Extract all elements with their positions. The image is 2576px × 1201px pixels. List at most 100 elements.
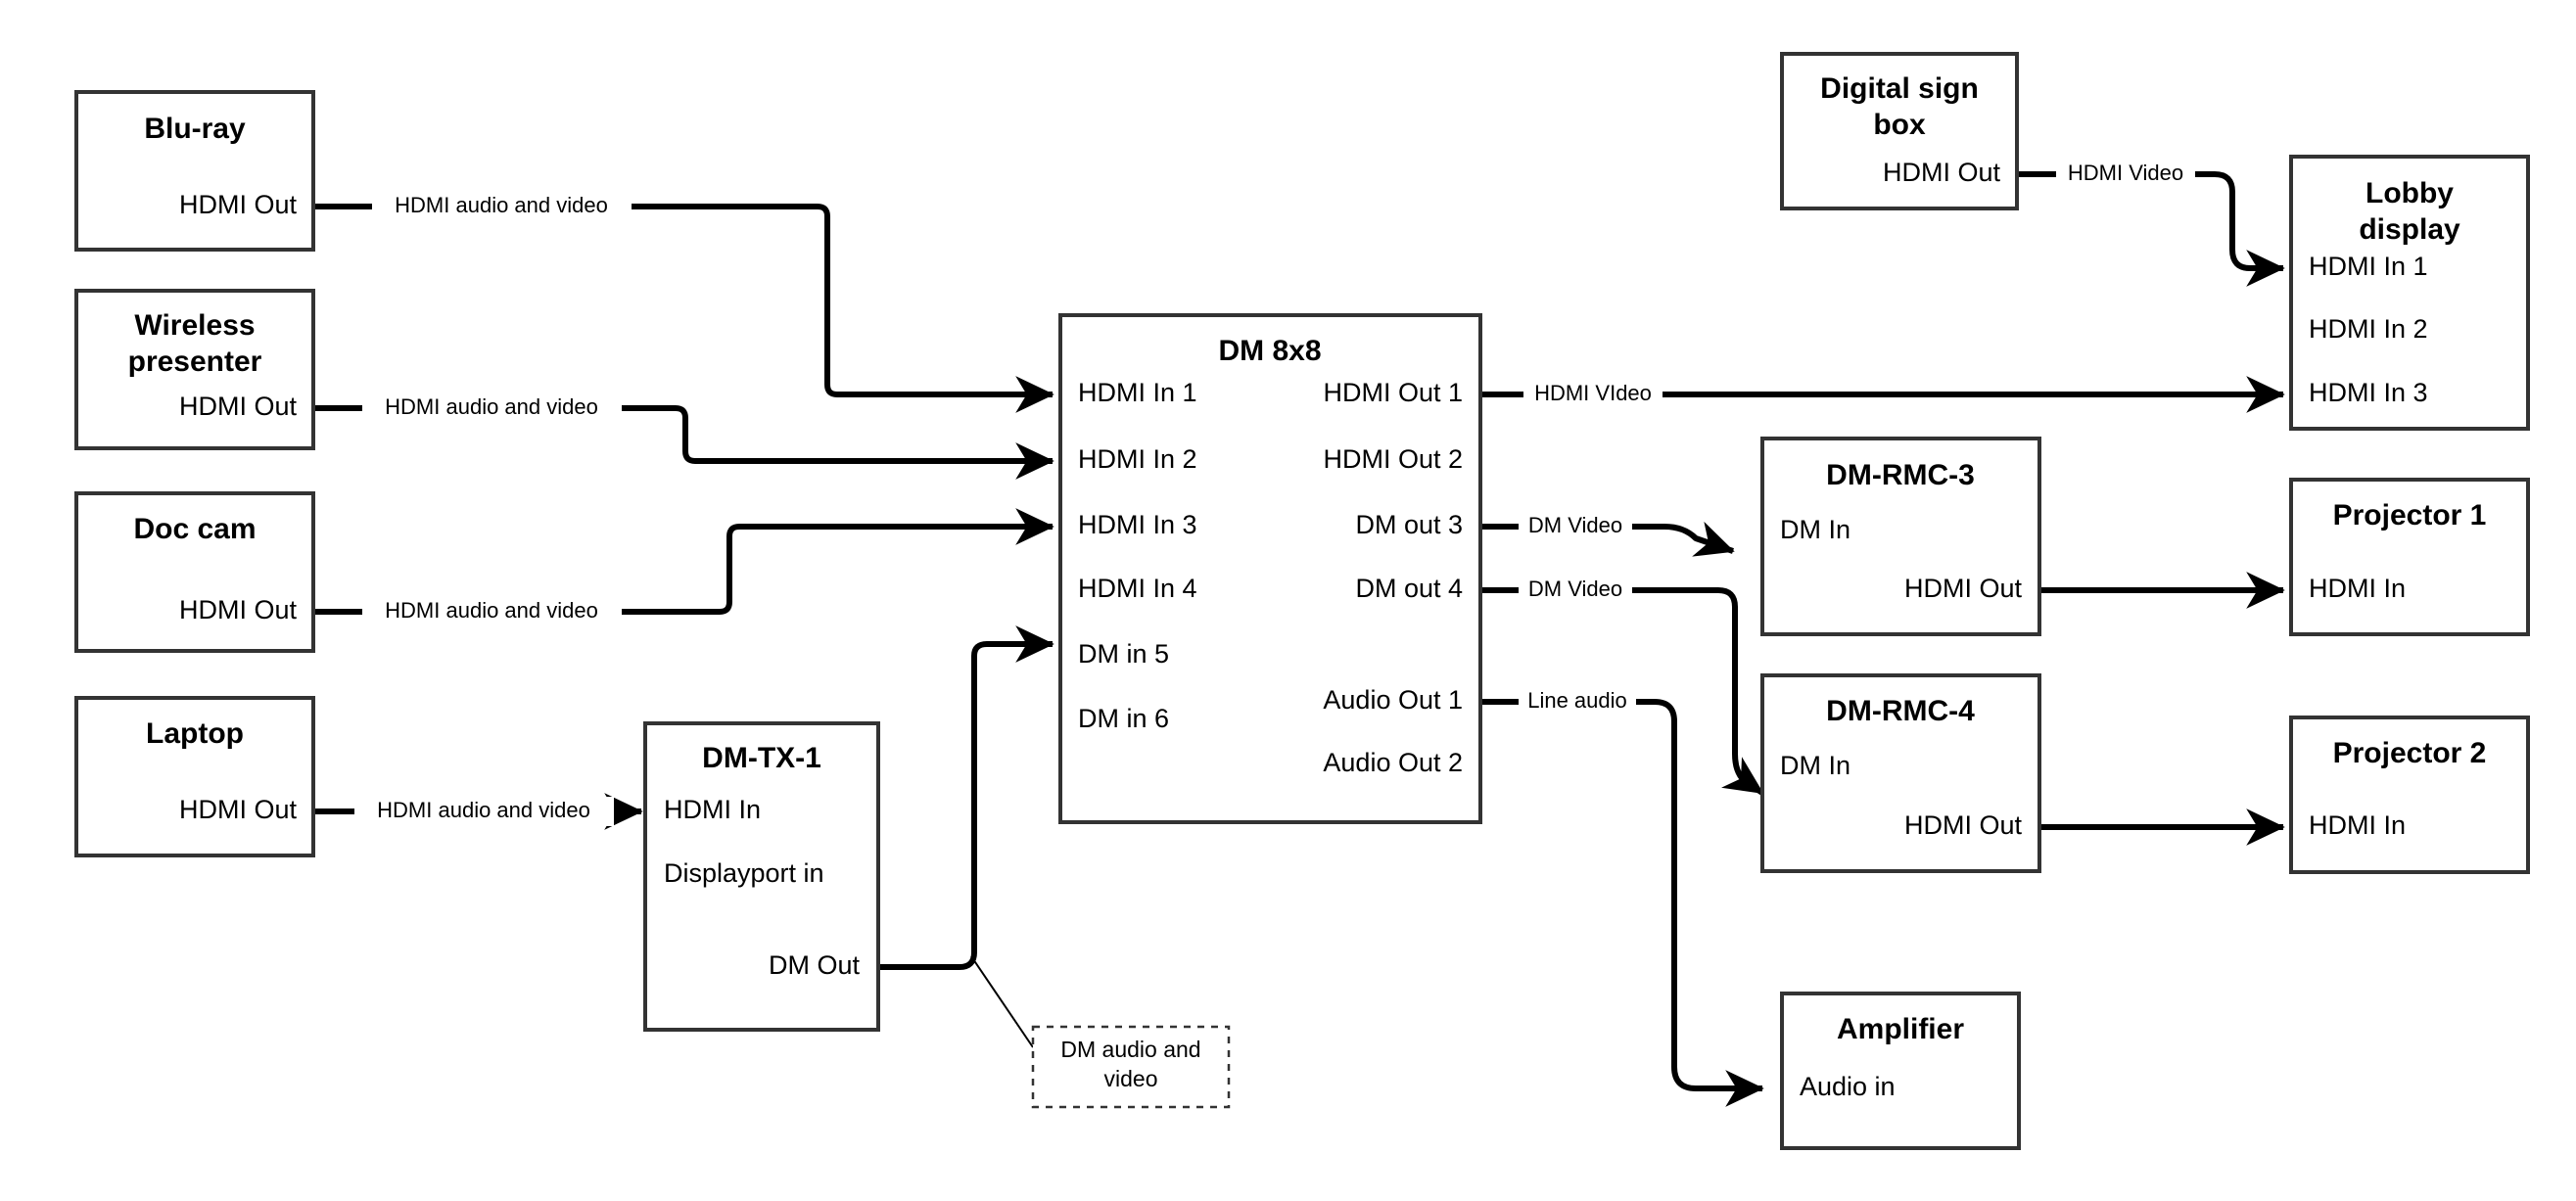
- device-dm-tx-1-title: DM-TX-1: [702, 742, 821, 774]
- device-dm-8x8-frame: [1058, 313, 1482, 824]
- wire-label-bluray-to-dm8x8-text: HDMI audio and video: [395, 193, 608, 217]
- wire-label-dmout4-to-rmc4-text: DM Video: [1528, 577, 1622, 601]
- port-dm-rmc-4-hdmi-out: HDMI Out: [1904, 810, 2023, 840]
- device-digital-sign-box-title-line1: Digital sign: [1820, 72, 1979, 105]
- wire-dm8x8-dmout4-to-rmc4: [1480, 587, 1764, 796]
- wire-label-dm8x8-to-lobby: HDMI VIdeo: [1523, 380, 1663, 409]
- device-dm-rmc-3-frame: [1760, 437, 2041, 636]
- device-doc-cam-title: Doc cam: [133, 513, 256, 545]
- device-wireless-presenter-frame: [74, 289, 315, 450]
- device-laptop-frame: [74, 696, 315, 857]
- device-bluray-title: Blu-ray: [144, 113, 246, 145]
- wire-label-audioout1-to-amp-bg: [1519, 687, 1636, 716]
- device-bluray-frame: [74, 90, 315, 252]
- wire-label-laptop-to-dmtx1: HDMI audio and video: [354, 797, 614, 826]
- port-dm-8x8-dm-in-5: DM in 5: [1078, 639, 1169, 669]
- wire-dmtx1-to-dm8x8: [876, 625, 1054, 970]
- port-lobby-display-hdmi-in-2: HDMI In 2: [2309, 314, 2428, 344]
- device-wireless-presenter[interactable]: Wireless presenter HDMI Out: [74, 289, 315, 450]
- port-dm-8x8-hdmi-in-3: HDMI In 3: [1078, 510, 1197, 539]
- wire-label-dmout3-to-rmc3-text: DM Video: [1528, 513, 1622, 537]
- device-lobby-display-title-line1: Lobby: [2365, 177, 2454, 209]
- device-amplifier-frame: [1780, 992, 2021, 1150]
- device-bluray[interactable]: Blu-ray HDMI Out: [74, 90, 315, 252]
- device-doc-cam-frame: [74, 491, 315, 653]
- wire-dm8x8-dmout3-to-rmc3: [1480, 521, 1735, 557]
- port-lobby-display-hdmi-in-3: HDMI In 3: [2309, 378, 2428, 407]
- port-amplifier-audio-in: Audio in: [1800, 1072, 1896, 1101]
- device-projector-2[interactable]: Projector 2 HDMI In: [2289, 716, 2530, 874]
- port-lobby-display-hdmi-in-1: HDMI In 1: [2309, 252, 2428, 281]
- device-laptop-title: Laptop: [146, 717, 244, 750]
- device-projector-2-frame: [2289, 716, 2530, 874]
- wire-label-dmout4-to-rmc4: DM Video: [1519, 576, 1632, 605]
- device-amplifier[interactable]: Amplifier Audio in: [1780, 992, 2021, 1150]
- port-dm-8x8-hdmi-out-1: HDMI Out 1: [1323, 378, 1463, 407]
- device-dm-rmc-4[interactable]: DM-RMC-4 DM In HDMI Out: [1760, 673, 2041, 873]
- wire-label-dmout3-to-rmc3-bg: [1519, 512, 1632, 541]
- device-projector-1-frame: [2289, 478, 2530, 636]
- port-dm-8x8-audio-out-1: Audio Out 1: [1323, 685, 1463, 715]
- device-dm-8x8-title: DM 8x8: [1218, 335, 1321, 367]
- device-doc-cam[interactable]: Doc cam HDMI Out: [74, 491, 315, 653]
- port-wireless-presenter-hdmi-out: HDMI Out: [179, 392, 298, 421]
- wire-label-laptop-to-dmtx1-bg: [354, 797, 614, 826]
- device-dm-rmc-4-title: DM-RMC-4: [1826, 695, 1975, 727]
- port-projector-2-hdmi-in: HDMI In: [2309, 810, 2406, 840]
- device-wireless-presenter-title-line2: presenter: [128, 346, 262, 378]
- port-dm-tx-1-dm-out: DM Out: [769, 950, 861, 980]
- wire-label-audioout1-to-amp: Line audio: [1519, 687, 1636, 716]
- port-dm-rmc-3-hdmi-out: HDMI Out: [1904, 574, 2023, 603]
- wire-wireless-to-dm8x8: [313, 405, 1054, 480]
- port-doc-cam-hdmi-out: HDMI Out: [179, 595, 298, 624]
- wire-label-wireless-to-dm8x8: HDMI audio and video: [362, 393, 622, 423]
- wire-label-bluray-to-dm8x8-bg: [372, 192, 632, 221]
- port-projector-1-hdmi-in: HDMI In: [2309, 574, 2406, 603]
- port-dm-8x8-dm-out-4: DM out 4: [1355, 574, 1463, 603]
- callout-dm-audio-video-line1: DM audio and: [1060, 1037, 1200, 1062]
- port-dm-rmc-4-dm-in: DM In: [1780, 751, 1850, 780]
- device-dm-rmc-3-title: DM-RMC-3: [1826, 459, 1975, 491]
- port-dm-rmc-3-dm-in: DM In: [1780, 515, 1850, 544]
- device-digital-sign-box[interactable]: Digital sign box HDMI Out: [1780, 52, 2019, 210]
- callout-dm-audio-video-frame: [1031, 1025, 1231, 1109]
- wire-label-doccam-to-dm8x8-bg: [362, 597, 622, 626]
- wire-label-doccam-to-dm8x8-text: HDMI audio and video: [385, 598, 598, 623]
- callout-dm-audio-video-line2: video: [1104, 1066, 1158, 1091]
- wire-label-dmout3-to-rmc3: DM Video: [1519, 512, 1632, 541]
- wire-sign-to-lobby: [2017, 171, 2285, 287]
- port-dm-8x8-hdmi-in-4: HDMI In 4: [1078, 574, 1197, 603]
- callout-dm-audio-video: DM audio and video: [1031, 1025, 1231, 1109]
- port-dm-8x8-dm-out-3: DM out 3: [1355, 510, 1463, 539]
- device-projector-1-title: Projector 1: [2333, 499, 2487, 531]
- port-dm-8x8-hdmi-in-2: HDMI In 2: [1078, 444, 1197, 474]
- wire-bluray-to-dm8x8: [313, 204, 1054, 413]
- device-projector-1[interactable]: Projector 1 HDMI In: [2289, 478, 2530, 636]
- wire-label-sign-to-lobby-text: HDMI Video: [2068, 161, 2183, 185]
- wire-doccam-to-dm8x8: [313, 508, 1054, 615]
- device-laptop[interactable]: Laptop HDMI Out: [74, 696, 315, 857]
- wire-label-dm8x8-to-lobby-bg: [1523, 380, 1663, 409]
- wire-label-bluray-to-dm8x8: HDMI audio and video: [372, 192, 632, 221]
- wire-label-sign-to-lobby-bg: [2056, 160, 2195, 189]
- wire-label-dm8x8-to-lobby-text: HDMI VIdeo: [1534, 381, 1652, 405]
- port-dm-8x8-hdmi-in-1: HDMI In 1: [1078, 378, 1197, 407]
- wire-label-wireless-to-dm8x8-text: HDMI audio and video: [385, 394, 598, 419]
- device-dm-tx-1-frame: [643, 721, 880, 1032]
- wire-label-audioout1-to-amp-text: Line audio: [1527, 688, 1627, 713]
- wire-label-laptop-to-dmtx1-text: HDMI audio and video: [377, 798, 590, 822]
- port-dm-8x8-hdmi-out-2: HDMI Out 2: [1323, 444, 1463, 474]
- device-dm-rmc-3[interactable]: DM-RMC-3 DM In HDMI Out: [1760, 437, 2041, 636]
- port-digital-sign-box-hdmi-out: HDMI Out: [1883, 158, 2001, 187]
- port-dm-tx-1-hdmi-in: HDMI In: [664, 795, 761, 824]
- device-digital-sign-box-title-line2: box: [1873, 109, 1926, 141]
- device-digital-sign-box-frame: [1780, 52, 2019, 210]
- port-dm-8x8-dm-in-6: DM in 6: [1078, 704, 1169, 733]
- device-dm-8x8[interactable]: DM 8x8 HDMI In 1 HDMI In 2 HDMI In 3 HDM…: [1058, 313, 1482, 824]
- device-dm-tx-1[interactable]: DM-TX-1 HDMI In Displayport in DM Out: [643, 721, 880, 1032]
- wire-label-dmout4-to-rmc4-bg: [1519, 576, 1632, 605]
- device-amplifier-title: Amplifier: [1837, 1013, 1964, 1045]
- device-lobby-display[interactable]: Lobby display HDMI In 1 HDMI In 2 HDMI I…: [2289, 155, 2530, 431]
